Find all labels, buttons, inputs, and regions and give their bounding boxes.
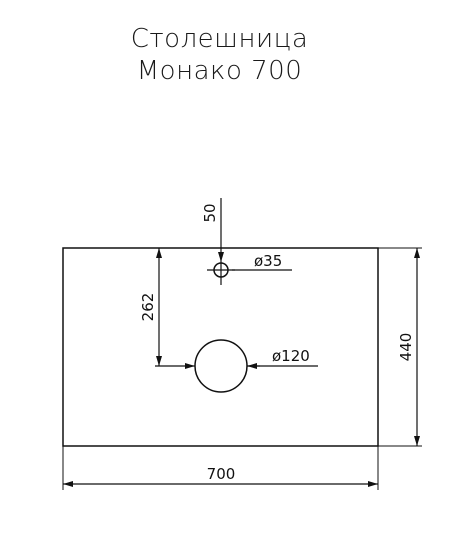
dim-262-label: 262: [139, 293, 157, 322]
drawing-title-line2: Монако 700: [136, 56, 303, 86]
dim-120-label: ø120: [272, 347, 310, 365]
dim-35-label: ø35: [254, 252, 282, 270]
dim-50-label: 50: [201, 203, 219, 222]
drawing-title-line1: Столешница: [130, 24, 309, 54]
dim-440-label: 440: [397, 333, 415, 362]
large-hole: [194, 339, 248, 393]
dim-700-label: 700: [207, 465, 236, 483]
